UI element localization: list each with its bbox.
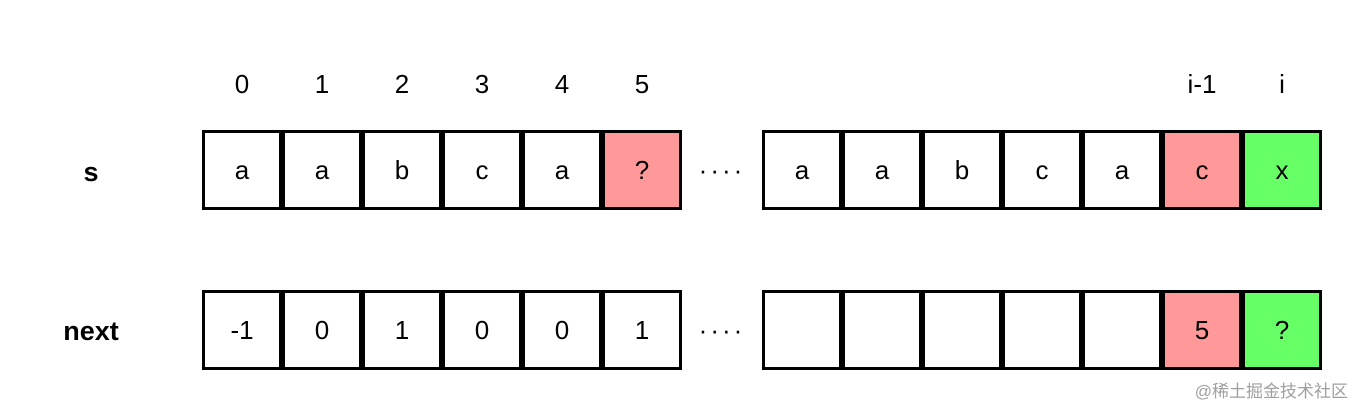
index-label-2: 2 bbox=[394, 69, 410, 99]
index-label-1: 1 bbox=[314, 69, 330, 99]
s-cell-tail-1: a bbox=[842, 130, 922, 210]
s-cell-tail-0: a bbox=[762, 130, 842, 210]
next-cell-i-unknown: ? bbox=[1242, 290, 1322, 370]
next-cell-tail-4 bbox=[1082, 290, 1162, 370]
watermark: @稀土掘金技术社区 bbox=[1194, 382, 1348, 401]
s-cell-tail-4: a bbox=[1082, 130, 1162, 210]
s-cell-2: b bbox=[362, 130, 442, 210]
s-cell-0: a bbox=[202, 130, 282, 210]
s-ellipsis: ···· bbox=[698, 155, 746, 185]
next-cell-tail-2 bbox=[922, 290, 1002, 370]
s-cell-5-unknown: ? bbox=[602, 130, 682, 210]
s-cell-tail-3: c bbox=[1002, 130, 1082, 210]
s-cell-1: a bbox=[282, 130, 362, 210]
next-cell-1: 0 bbox=[282, 290, 362, 370]
index-label-5: 5 bbox=[634, 69, 650, 99]
next-cell-tail-3 bbox=[1002, 290, 1082, 370]
s-cell-i: x bbox=[1242, 130, 1322, 210]
s-cell-tail-2: b bbox=[922, 130, 1002, 210]
next-ellipsis: ···· bbox=[698, 315, 746, 345]
next-cell-tail-1 bbox=[842, 290, 922, 370]
index-label-i-minus-1: i-1 bbox=[1187, 69, 1217, 99]
s-cell-3: c bbox=[442, 130, 522, 210]
index-label-3: 3 bbox=[474, 69, 490, 99]
next-cell-tail-0 bbox=[762, 290, 842, 370]
next-cell-4: 0 bbox=[522, 290, 602, 370]
index-label-4: 4 bbox=[554, 69, 570, 99]
next-cell-2: 1 bbox=[362, 290, 442, 370]
next-cell-0: -1 bbox=[202, 290, 282, 370]
next-cell-3: 0 bbox=[442, 290, 522, 370]
next-cell-i-minus-1: 5 bbox=[1162, 290, 1242, 370]
row-label-next: next bbox=[63, 316, 119, 346]
next-cell-5: 1 bbox=[602, 290, 682, 370]
index-label-0: 0 bbox=[234, 69, 250, 99]
s-cell-i-minus-1: c bbox=[1162, 130, 1242, 210]
index-label-i: i bbox=[1279, 69, 1285, 99]
row-label-s: s bbox=[83, 157, 99, 187]
s-cell-4: a bbox=[522, 130, 602, 210]
